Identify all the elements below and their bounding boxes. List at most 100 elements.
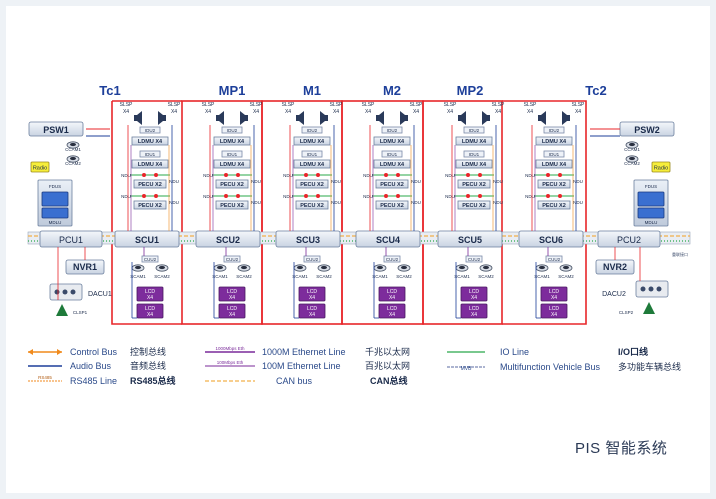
idu-box [301,150,323,158]
car-frame-tc2 [502,240,587,325]
alarm-icon [558,194,562,198]
scam-label: SCAM1 [130,274,146,279]
legend-mvb-tag: MVB [461,366,473,372]
pcu-unit-1 [39,230,103,248]
alarm-icon [466,194,470,198]
camera-lens-icon [563,265,569,270]
slsp-label: SLSP [330,102,343,108]
cuu-box [141,255,159,263]
speaker-icon [320,111,328,125]
lcd-count-label: X4 [551,295,557,301]
alarm-icon [546,173,550,177]
lcd-label: LCD [387,289,397,295]
scu-label-1: SCU1 [135,235,159,245]
ccam-label: CCAM1 [624,147,640,152]
ldmu-box [455,159,493,169]
alarm-icon [316,194,320,198]
slsp-count-label: X4 [495,109,501,115]
ndu-label: NDU [331,200,341,205]
pecu-box [295,179,329,189]
pecu-label: PECU X2 [138,203,162,209]
cuu-label: CUU2 [144,257,157,262]
legend-control-bus: Control Bus [70,347,118,357]
alarm-icon [142,173,146,177]
scu-unit-2 [195,230,261,248]
lcd-label: LCD [307,289,317,295]
ldmu-label: LDMU X4 [380,139,405,145]
ndu-label: NDU [251,179,261,184]
alarm-icon [478,173,482,177]
dacu-button-icon [70,289,76,295]
scu-unit-1 [114,230,180,248]
dacu-button-icon [62,289,68,295]
lcd-label: LCD [227,306,237,312]
slsp-label: SLSP [120,102,133,108]
idu-label: IDU2 [307,128,318,133]
idu-label: IDU1 [307,152,318,157]
speaker-icon [400,111,408,125]
ldmu-box [373,159,411,169]
alarm-icon [316,173,320,177]
pecu-label: PECU X2 [380,203,404,209]
cuu-label: CUU2 [386,257,399,262]
ldmu-label: LDMU X4 [220,139,245,145]
ndu-label: NDU [331,179,341,184]
legend-mvb: Multifunction Vehicle Bus [500,362,601,372]
pecu-label: PECU X2 [542,203,566,209]
idu-box [543,126,565,134]
cuu-box [383,255,401,263]
pecu-box [537,179,571,189]
idu-box [139,126,161,134]
camera-lens-icon [377,265,383,270]
alarm-icon [304,173,308,177]
ldmu-box [131,159,169,169]
slsp-label: SLSP [202,102,215,108]
cuu-box [465,255,483,263]
radio-label-1: Radio [33,166,47,172]
camera-lens-icon [241,265,247,270]
ldmu-box [213,159,251,169]
idu-label: IDU1 [469,152,480,157]
display-screen [637,191,665,207]
lcd-label: LCD [307,306,317,312]
pecu-box [375,200,409,210]
pecu-box [537,200,571,210]
pcu-unit-2 [597,230,661,248]
cuu-label: CUU2 [548,257,561,262]
lcd-label: LCD [469,306,479,312]
ndu-label: NDU [445,194,455,199]
scam-label: SCAM2 [236,274,252,279]
slsp-count-label: X4 [123,109,129,115]
lcd-count-label: X4 [147,312,153,318]
mdlu-label: MDLU [49,220,62,225]
scam-label: SCAM1 [292,274,308,279]
camera-lens-icon [629,142,635,147]
cuu-label: CUU2 [468,257,481,262]
nvr-label-2: NVR2 [603,262,627,272]
idu-label: IDU2 [469,128,480,133]
camera-lens-icon [297,265,303,270]
lcd-count-label: X4 [471,295,477,301]
alarm-icon [384,173,388,177]
car-label-mp2: MP2 [457,83,484,98]
speaker-icon [458,111,466,125]
slsp-label: SLSP [572,102,585,108]
microphone-icon [56,304,68,316]
speaker-icon [216,111,224,125]
scu-label-6: SCU6 [539,235,563,245]
mdlu-label: MDLU [645,220,658,225]
alarm-icon [384,194,388,198]
legend-eth100-cn: 百兆以太网 [365,360,410,371]
legend-io: IO Line [500,347,529,357]
ndu-label: NDU [203,173,213,178]
car-label-tc1: Tc1 [99,83,120,98]
scu-label-4: SCU4 [376,235,400,245]
lcd-box [378,303,406,319]
pecu-box [133,179,167,189]
lcd-label: LCD [549,306,559,312]
scam-label: SCAM1 [534,274,550,279]
alarm-icon [154,173,158,177]
ndu-label: NDU [573,200,583,205]
lcd-count-label: X4 [471,312,477,318]
scam-label: SCAM2 [478,274,494,279]
